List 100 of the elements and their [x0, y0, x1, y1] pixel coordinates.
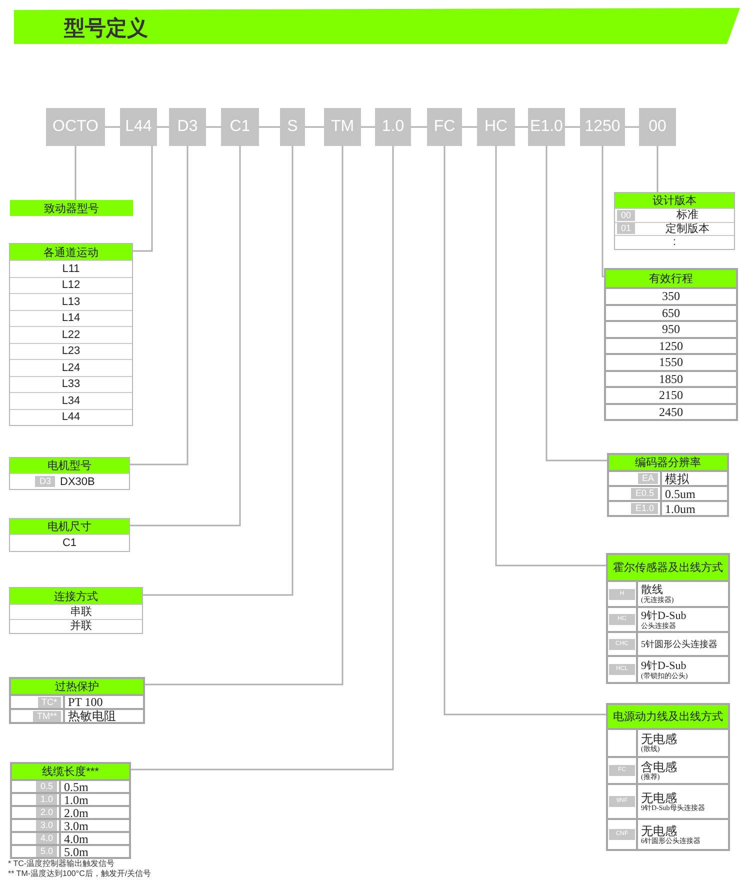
table-heading: 编码器分辨率: [609, 455, 727, 470]
option-text: L33: [62, 378, 80, 390]
option-text: 1.0m: [64, 794, 88, 805]
option-text: L44: [62, 411, 80, 424]
code-tag: 1.0: [36, 794, 57, 805]
option-text: 650: [662, 306, 680, 319]
code-tag: 5.0: [36, 846, 57, 857]
leader-line: [656, 146, 658, 192]
code-tag: D3: [35, 476, 55, 487]
option-text: 热敏电阻: [68, 710, 116, 722]
leader-line: [143, 146, 294, 596]
code-tag: 01: [617, 223, 636, 234]
hyphen-line: [625, 126, 639, 128]
option-text: 4.0m: [64, 833, 88, 844]
table-heading: 设计版本: [615, 193, 734, 208]
option-text: 散线: [641, 584, 663, 596]
hyphen-line: [515, 126, 528, 128]
option-text: 1250: [659, 340, 683, 352]
footnote: ** TM-温度达到100°C后，触发开/关信号: [8, 869, 152, 878]
option-text: 无电感: [641, 824, 677, 836]
option-text: 1550: [659, 356, 683, 368]
code-tag: EA: [638, 473, 658, 484]
code-segment: 1.0: [375, 108, 411, 146]
option-text: 2.0m: [64, 807, 88, 818]
leader-line: [495, 146, 606, 566]
option-text: 3.0m: [64, 820, 88, 831]
code-segment: D3: [169, 108, 206, 146]
hyphen-line: [462, 126, 477, 128]
option-table: [604, 268, 738, 421]
table-heading: 电机型号: [10, 458, 129, 473]
table-heading: 电机尺寸: [10, 519, 129, 534]
table-heading: 各通道运动: [10, 244, 132, 260]
leader-line: [546, 146, 607, 462]
option-text: 无电感: [641, 733, 677, 745]
code-segment: TM: [324, 108, 361, 146]
option-text: 定制版本: [666, 222, 710, 235]
leader-line: [444, 146, 606, 716]
code-tag: 00: [617, 210, 636, 221]
table-heading: 致动器型号: [10, 200, 133, 216]
option-text: 5.0m: [64, 846, 88, 857]
option-text: 950: [662, 323, 680, 336]
option-text: L34: [62, 394, 80, 407]
hyphen-line: [305, 126, 324, 128]
option-text: 2450: [659, 406, 683, 418]
hyphen-line: [361, 126, 375, 128]
option-text: 无电感: [641, 792, 677, 804]
table-heading: 霍尔传感器及出线方式: [608, 555, 728, 580]
code-tag: 3.0: [36, 820, 57, 831]
table-heading: 过热保护: [11, 679, 143, 694]
option-text: L22: [62, 328, 80, 341]
option-table: [606, 703, 730, 851]
leader-line: [145, 146, 344, 686]
code-tag: E1.0: [631, 503, 658, 514]
option-text: C1: [62, 537, 77, 549]
option-text: :: [672, 236, 676, 248]
option-table: [9, 587, 143, 634]
code-segment: C1: [221, 108, 259, 146]
code-segment: E1.0: [528, 108, 565, 146]
code-segment: HC: [477, 108, 515, 146]
option-text: 串联: [70, 606, 92, 618]
option-text: PT 100: [68, 696, 103, 708]
code-tag: TC*: [38, 696, 61, 708]
option-text: L24: [62, 362, 80, 374]
code-tag: TM**: [33, 710, 61, 722]
option-text: 标准: [676, 209, 698, 222]
hyphen-line: [565, 126, 580, 128]
option-text: 含电感: [641, 760, 677, 772]
code-tag: E0.5: [631, 488, 658, 499]
hyphen-line: [206, 126, 221, 128]
option-table: [9, 243, 133, 426]
code-segment: OCTO: [46, 108, 105, 146]
option-text: 9针D-Sub: [641, 660, 686, 672]
leader-line: [602, 146, 604, 278]
hyphen-line: [411, 126, 427, 128]
page-title: 型号定义: [64, 16, 148, 42]
table-heading: 连接方式: [10, 588, 142, 604]
option-table: [9, 457, 130, 490]
option-text: 1.0um: [665, 502, 696, 514]
option-text: 并联: [70, 620, 92, 632]
code-tag: 2.0: [36, 807, 57, 818]
option-text: L12: [62, 279, 80, 292]
footnote: * TC-温度控制器输出触发信号: [8, 859, 115, 868]
option-text: L13: [62, 296, 80, 308]
code-segment: 00: [639, 108, 676, 146]
option-text: 模拟: [665, 472, 689, 484]
option-text: DX30B: [60, 476, 95, 488]
table-heading: 有效行程: [606, 270, 736, 287]
hyphen-line: [105, 126, 120, 128]
option-table: [9, 518, 130, 552]
leader-line: [130, 146, 241, 526]
leader-line: [74, 146, 76, 200]
option-text: 9针D-Sub: [641, 610, 686, 622]
option-text: L23: [62, 345, 80, 358]
hyphen-line: [157, 126, 169, 128]
code-segment: L44: [120, 108, 157, 146]
option-text: 5针圆形公头连接器: [641, 638, 718, 650]
option-text: L14: [62, 312, 80, 324]
leader-line: [130, 146, 188, 466]
option-table: [9, 677, 145, 724]
table-heading: 线缆长度***: [12, 764, 129, 779]
